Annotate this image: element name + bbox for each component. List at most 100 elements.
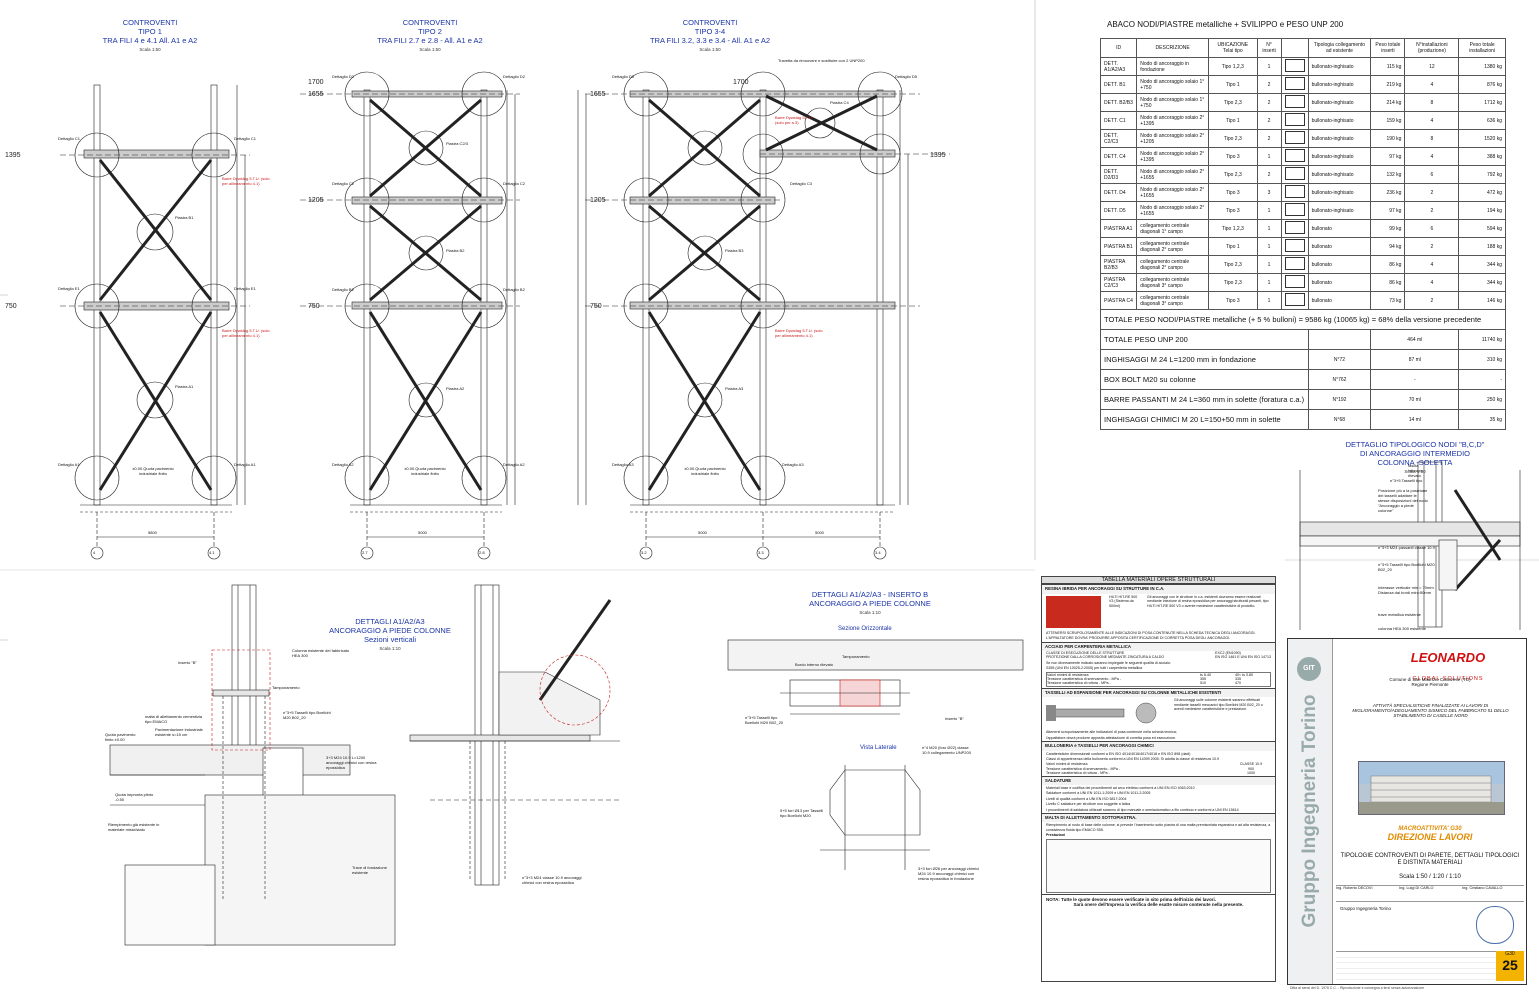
detailA-insB: Inserto "B": [178, 660, 197, 665]
frame3-label-a3-left: Dettaglio A3: [612, 462, 634, 467]
frame3-subtitle1: TIPO 3-4: [694, 27, 726, 36]
frame3-subtitle2: TRA FILI 3.2, 3.3 e 3.4 - All. A1 e A2: [649, 36, 771, 45]
plate-symbol-icon: [1284, 113, 1305, 126]
frame2-label-a2-right: Dettaglio A2: [503, 462, 525, 467]
abaco-cell-id: DETT. D5: [1099, 201, 1138, 220]
title-signatures: Ing. Roberto DECOVI Ing. Luigi DI CARLO …: [1336, 885, 1524, 891]
nodi-box: n°3+5 Tasselli tipo Boellohi M20 B02_20: [1378, 562, 1435, 572]
frame2-label-c2-left: Dettaglio C2: [332, 181, 355, 186]
leonardo-logo: LEONARDO GLOBAL SOLUTIONS: [1378, 649, 1518, 685]
title-regione: Regione Piemonte: [1411, 682, 1449, 687]
frame2-scale: Scala 1:50: [419, 47, 441, 52]
abaco-summary-cell: BOX BOLT M20 su colonne: [1100, 369, 1309, 390]
abaco-cell-descr: Nodo di ancoraggio solaio 2° +1205: [1136, 129, 1210, 148]
abaco-cell-installazioni: 2: [1404, 237, 1460, 256]
abaco-cell-descr: Nodo di ancoraggio solaio 2° +1395: [1136, 111, 1210, 130]
abaco-cell-installazioni: 4: [1404, 255, 1460, 274]
stamp-seal-icon: [1476, 906, 1514, 944]
abaco-cell-installazioni: 6: [1404, 219, 1460, 238]
mat-s2g-1: t≤ 6.40: [1200, 672, 1211, 677]
mat-s4b: Classi di appartenenza della bulloneria …: [1046, 756, 1220, 761]
abaco-cell-peso-totale: 792 kg: [1458, 165, 1506, 184]
mat-s3a: Gli ancoraggi sulle colonne esistenti sa…: [1174, 698, 1263, 712]
mat-s4f-1: 900: [1248, 766, 1254, 771]
plate-symbol-icon: [1284, 257, 1305, 270]
frame2-title: CONTROVENTI: [402, 18, 458, 27]
abaco-cell-peso-totale: 344 kg: [1458, 255, 1506, 274]
frame2-level-1700: 1700: [308, 79, 324, 86]
sheet-number: 25: [1502, 957, 1518, 973]
abaco-cell-installazioni: 2: [1404, 291, 1460, 310]
title-block: GIT Gruppo Ingegneria Torino LEONARDO GL…: [1287, 638, 1527, 985]
detailA-quota: Quota pavimento finito ±0.00: [105, 732, 136, 742]
plate-symbol-icon: [1284, 167, 1305, 180]
abaco-summary-row: BARRE PASSANTI M 24 L=360 mm in solette …: [1100, 389, 1506, 410]
mat-s2d: EN ISO 1461 E UNI EN ISO 14713: [1215, 655, 1271, 660]
mat-s2h-0: Tensione caratteristica di snervamento -…: [1047, 677, 1122, 682]
nodi-scale: Scala 1:10: [1404, 469, 1426, 474]
abaco-cell-installazioni: 4: [1404, 75, 1460, 94]
plate-symbol-icon: [1284, 131, 1305, 144]
mat-s6d: Sarà onere dell'Impresa la verifica dell…: [1073, 902, 1244, 908]
abaco-cell-descr: Nodo di ancoraggio solaio 2° +1655: [1136, 165, 1210, 184]
title-oggetto: TIPOLOGIE CONTROVENTI DI PARETE, DETTAGL…: [1340, 853, 1520, 866]
title-revision-table: [1336, 951, 1496, 982]
plate-symbol-icon: [1284, 275, 1305, 288]
abaco-cell-collegamento: bullonato: [1307, 219, 1372, 238]
abaco-cell-collegamento: bullonato-inghisato: [1307, 129, 1372, 148]
mat-prestazioni-table: [1046, 838, 1271, 893]
frame2-label-c2-right: Dettaglio C2: [503, 181, 526, 186]
frame1-label-a1: Piastra A1: [175, 384, 194, 389]
abaco-cell-inserti: 1: [1256, 57, 1282, 76]
mat-s6c: NOTA: Tutte le quote devono essere verif…: [1046, 896, 1216, 902]
abaco-summary-row: INGHISAGGI CHIMICI M 20 L=150+50 mm in s…: [1100, 409, 1506, 430]
frame1-quota: ±0.00 Quota pavimento industriale finito: [132, 466, 174, 476]
abaco-cell-inserti: 1: [1256, 273, 1282, 292]
abaco-cell-peso: 115 kg: [1370, 57, 1406, 76]
frame3-note2: Barre Dywidag 5.T.U. (solo per allineame…: [775, 328, 823, 338]
abaco-cell-symbol: [1280, 291, 1309, 310]
abaco-cell-ubicazione: Tipo 3: [1208, 183, 1258, 202]
nodi-trave: trave metallica esistente: [1378, 612, 1421, 617]
mat-s4a: Caratteristiche dimensionali conformi a …: [1046, 751, 1191, 756]
abaco-cell-peso: 236 kg: [1370, 183, 1406, 202]
materials-table: TABELLA MATERIALI OPERE STRUTTURALI RESI…: [1041, 576, 1276, 982]
mat-s3: TASSELLI AD ESPANSIONE PER ANCORAGGI SU …: [1042, 687, 1275, 698]
abaco-summary-cell: 11740 kg: [1458, 329, 1506, 350]
abaco-summary-cell: 464 ml: [1370, 329, 1460, 350]
frame3-dim-1: 5000: [698, 530, 707, 535]
plate-symbol-icon: [1284, 221, 1305, 234]
abaco-cell-peso: 97 kg: [1370, 147, 1406, 166]
frame1-axis-4-1: 4.1: [209, 550, 215, 555]
detailB-title: DETTAGLI A1/A2/A3 - INSERTO B: [811, 590, 929, 599]
mat-s1a: HILTI HIT-RE 500 V3 (Sistema da 500ml): [1109, 594, 1138, 608]
abaco-cell-inserti: 1: [1256, 147, 1282, 166]
frame1-label-e1-left: Dettaglio E1: [58, 286, 80, 291]
abaco-cell-descr: Nodo di ancoraggio solaio 2° +1395: [1136, 147, 1210, 166]
title-comune-block: Comune di San Maurizio Canavese (TO) Reg…: [1336, 677, 1524, 687]
abaco-summary-cell: N°68: [1307, 409, 1372, 430]
brand-global-solutions: GLOBAL SOLUTIONS: [1412, 676, 1484, 682]
abaco-cell-inserti: 1: [1256, 237, 1282, 256]
detailB-oriz: Sezione Orizzontale: [838, 626, 892, 632]
detailA-title: DETTAGLI A1/A2/A3: [355, 617, 425, 626]
mat-s2g-2: 40< t≤ 0.80: [1235, 672, 1254, 677]
mat-s2b: PROTEZIONE DALLA CORROSIONE MEDIANTE ZIN…: [1046, 655, 1165, 660]
abaco-cell-inserti: 2: [1256, 111, 1282, 130]
nodi-pos: Posizione più a la posizione dei tassell…: [1378, 488, 1428, 513]
abaco-cell-inserti: 1: [1256, 291, 1282, 310]
abaco-cell-id: DETT. B2/B3: [1099, 93, 1138, 112]
abaco-cell-ubicazione: Tipo 3: [1208, 201, 1258, 220]
abaco-cell-id: PIASTRA C4: [1099, 291, 1138, 310]
abaco-cell-ubicazione: Tipo 2,3: [1208, 255, 1258, 274]
abaco-cell-peso-totale: 146 kg: [1458, 291, 1506, 310]
abaco-header: ID: [1099, 38, 1138, 58]
frame2-dim: 5000: [418, 530, 427, 535]
frame1-dim: 5800: [148, 530, 157, 535]
mat-s2a: CLASSE DI ESECUZIONE DELLE STRUTTURE: [1046, 651, 1125, 656]
abaco-cell-collegamento: bullonato-inghisato: [1307, 165, 1372, 184]
abaco-cell-peso-totale: 1380 kg: [1458, 57, 1506, 76]
mat-s2i-0: Tensione caratteristica di rottura - MPa…: [1047, 681, 1111, 686]
